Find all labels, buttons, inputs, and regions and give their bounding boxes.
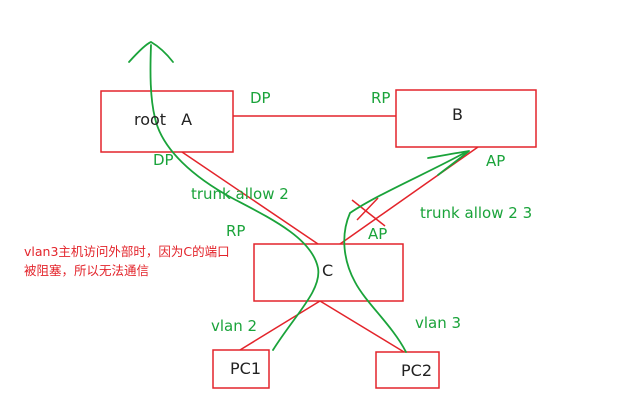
port-c-right-label: AP — [368, 225, 388, 243]
switch-a-label: root A — [134, 112, 192, 128]
blocked-port-cross-2 — [356, 197, 379, 221]
link-c-pc1 — [239, 300, 321, 351]
port-a-bottom-label: DP — [153, 151, 174, 169]
link-c-pc1-label: vlan 2 — [211, 317, 258, 335]
pc1-box — [212, 349, 270, 389]
vlan3-path — [343, 151, 467, 353]
vlan2-path — [149, 44, 320, 351]
port-b-bottom-label: AP — [486, 152, 506, 170]
link-b-c-label: trunk allow 2 3 — [420, 204, 533, 222]
switch-a-letter: A — [181, 110, 193, 129]
port-a-right-label: DP — [250, 89, 271, 107]
annotation-note: vlan3主机访问外部时，因为C的端口 被阻塞，所以无法通信 — [24, 242, 284, 281]
port-b-left-label: RP — [371, 89, 391, 107]
pc2-box — [375, 351, 440, 389]
blocked-port-cross-1 — [351, 199, 386, 227]
port-c-left-label: RP — [226, 222, 246, 240]
link-c-pc2 — [319, 300, 405, 353]
link-c-pc2-label: vlan 3 — [415, 314, 462, 332]
switch-c-box — [253, 243, 404, 302]
switch-b-label: B — [452, 105, 463, 124]
vlan2-arrowhead — [128, 41, 174, 63]
link-a-c — [181, 151, 319, 245]
switch-c-label: C — [322, 261, 334, 280]
pc1-label: PC1 — [230, 359, 261, 378]
link-a-c-label: trunk allow 2 — [191, 185, 289, 203]
annotation-line-1: vlan3主机访问外部时，因为C的端口 — [24, 244, 230, 259]
link-b-c — [339, 146, 479, 245]
switch-a-box — [100, 90, 234, 153]
annotation-line-2: 被阻塞，所以无法通信 — [24, 263, 150, 279]
pc2-label: PC2 — [401, 361, 432, 380]
vlan3-arrowhead — [427, 150, 470, 176]
switch-a-name: root — [134, 110, 167, 129]
switch-b-box — [395, 89, 537, 148]
